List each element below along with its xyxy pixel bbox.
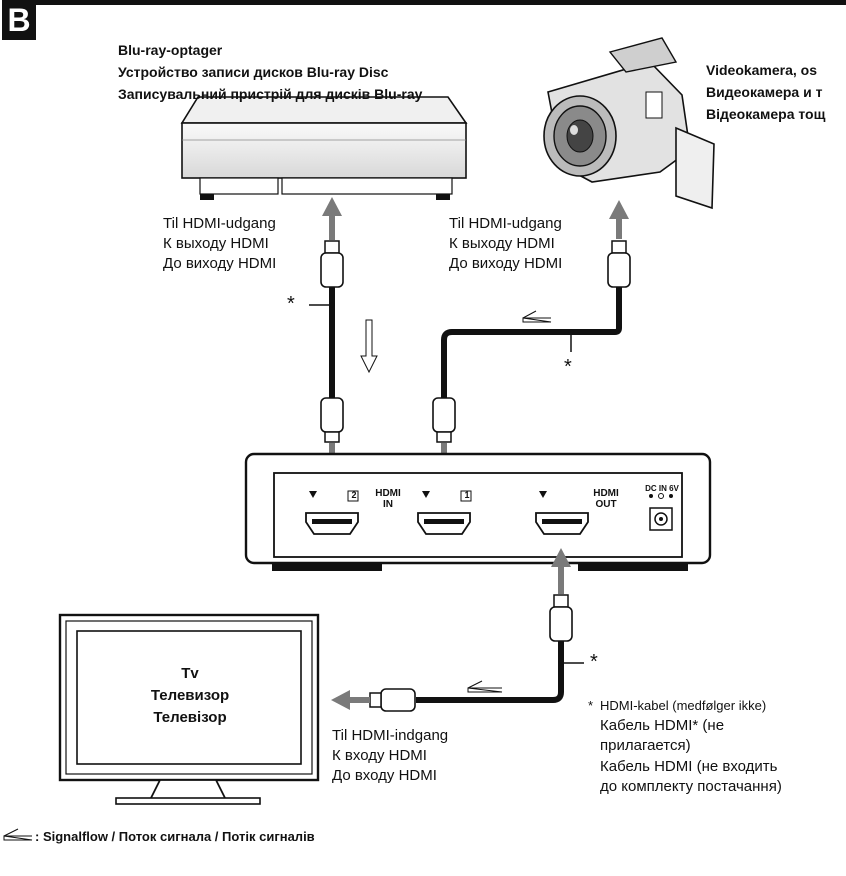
asterisk-dot: [558, 660, 564, 666]
bluray-recorder-icon: [180, 96, 468, 200]
dc-in-label: DC IN 6V: [645, 484, 679, 493]
port-number-1: 1: [464, 490, 470, 500]
tv-input-uk: До входу HDMI: [332, 767, 437, 784]
camera-output-uk: До виходу HDMI: [449, 255, 563, 272]
tv-label-ru: Телевизор: [150, 687, 230, 704]
bluray-label-da: Blu-ray-optager: [118, 42, 223, 58]
section-badge: B: [2, 0, 36, 40]
hdmi-in-label-line1: HDMI: [375, 488, 401, 499]
port-number-2: 2: [351, 490, 357, 500]
hdmi-cable-bluray: [320, 240, 344, 443]
arrow-up-to-camera: [609, 200, 629, 239]
bluray-label-uk: Записувальний пристрій для дисків Blu-ra…: [118, 86, 423, 102]
camera-output-ru: К выходу HDMI: [449, 235, 555, 252]
television-icon: [58, 613, 320, 805]
footnote-da: HDMI-kabel (medfølger ikke): [600, 698, 767, 713]
bluray-output-da: Til HDMI-udgang: [163, 215, 276, 232]
arrow-left-to-tv: [331, 690, 370, 710]
signal-flow-arrow: [360, 319, 378, 374]
camera-label-uk: Відеокамера тощ: [706, 106, 826, 122]
footnote-ru-2: прилагается): [600, 737, 691, 754]
signal-flow-legend: : Signalflow / Поток сигнала / Потік сиг…: [35, 829, 315, 844]
asterisk-mark: *: [590, 651, 598, 673]
arrow-up-to-out: [551, 548, 571, 594]
top-rule: [36, 0, 846, 5]
bluray-output-uk: До виходу HDMI: [163, 255, 277, 272]
signal-flow-arrow: [522, 310, 552, 323]
footnote-uk-1: Кабель HDMI (не входить: [600, 758, 778, 775]
tv-label-da: Tv: [181, 665, 199, 682]
signal-flow-legend-icon: [3, 828, 33, 841]
asterisk-mark: *: [287, 293, 295, 315]
asterisk-dot: [568, 329, 574, 335]
camera-output-da: Til HDMI-udgang: [449, 215, 562, 232]
asterisk-dot: [329, 302, 335, 308]
tv-label-uk: Телевізор: [153, 709, 227, 726]
arrow-up-to-bluray: [322, 197, 342, 240]
hdmi-out-label-line2: OUT: [595, 499, 617, 510]
camera-label-da: Videokamera, os: [706, 62, 818, 78]
hdmi-out-label: HDMI OUT: [589, 488, 623, 510]
signal-flow-arrow: [467, 680, 503, 693]
footnote-uk-2: до комплекту постачання): [600, 778, 782, 795]
bluray-label-ru: Устройство записи дисков Blu-ray Disc: [118, 64, 389, 80]
hdmi-switcher-icon: [244, 452, 712, 571]
hdmi-cable-tv: [369, 594, 573, 712]
hdmi-out-label-line1: HDMI: [593, 488, 619, 499]
tv-input-ru: К входу HDMI: [332, 747, 427, 764]
footnote-ru-1: Кабель HDMI* (не: [600, 717, 725, 734]
footnote-marker: *: [588, 698, 594, 713]
hdmi-in-label: HDMI IN: [371, 488, 405, 510]
hdmi-cable-camera: [432, 240, 631, 443]
bluray-output-ru: К выходу HDMI: [163, 235, 269, 252]
camera-label-group: Videokamera, os Видеокамера и т Відеокам…: [706, 59, 846, 129]
tv-input-da: Til HDMI-indgang: [332, 727, 449, 744]
camera-label-ru: Видеокамера и т: [706, 84, 823, 100]
asterisk-mark: *: [564, 356, 572, 378]
video-camera-icon: [543, 37, 715, 210]
hdmi-in-label-line2: IN: [383, 499, 393, 510]
